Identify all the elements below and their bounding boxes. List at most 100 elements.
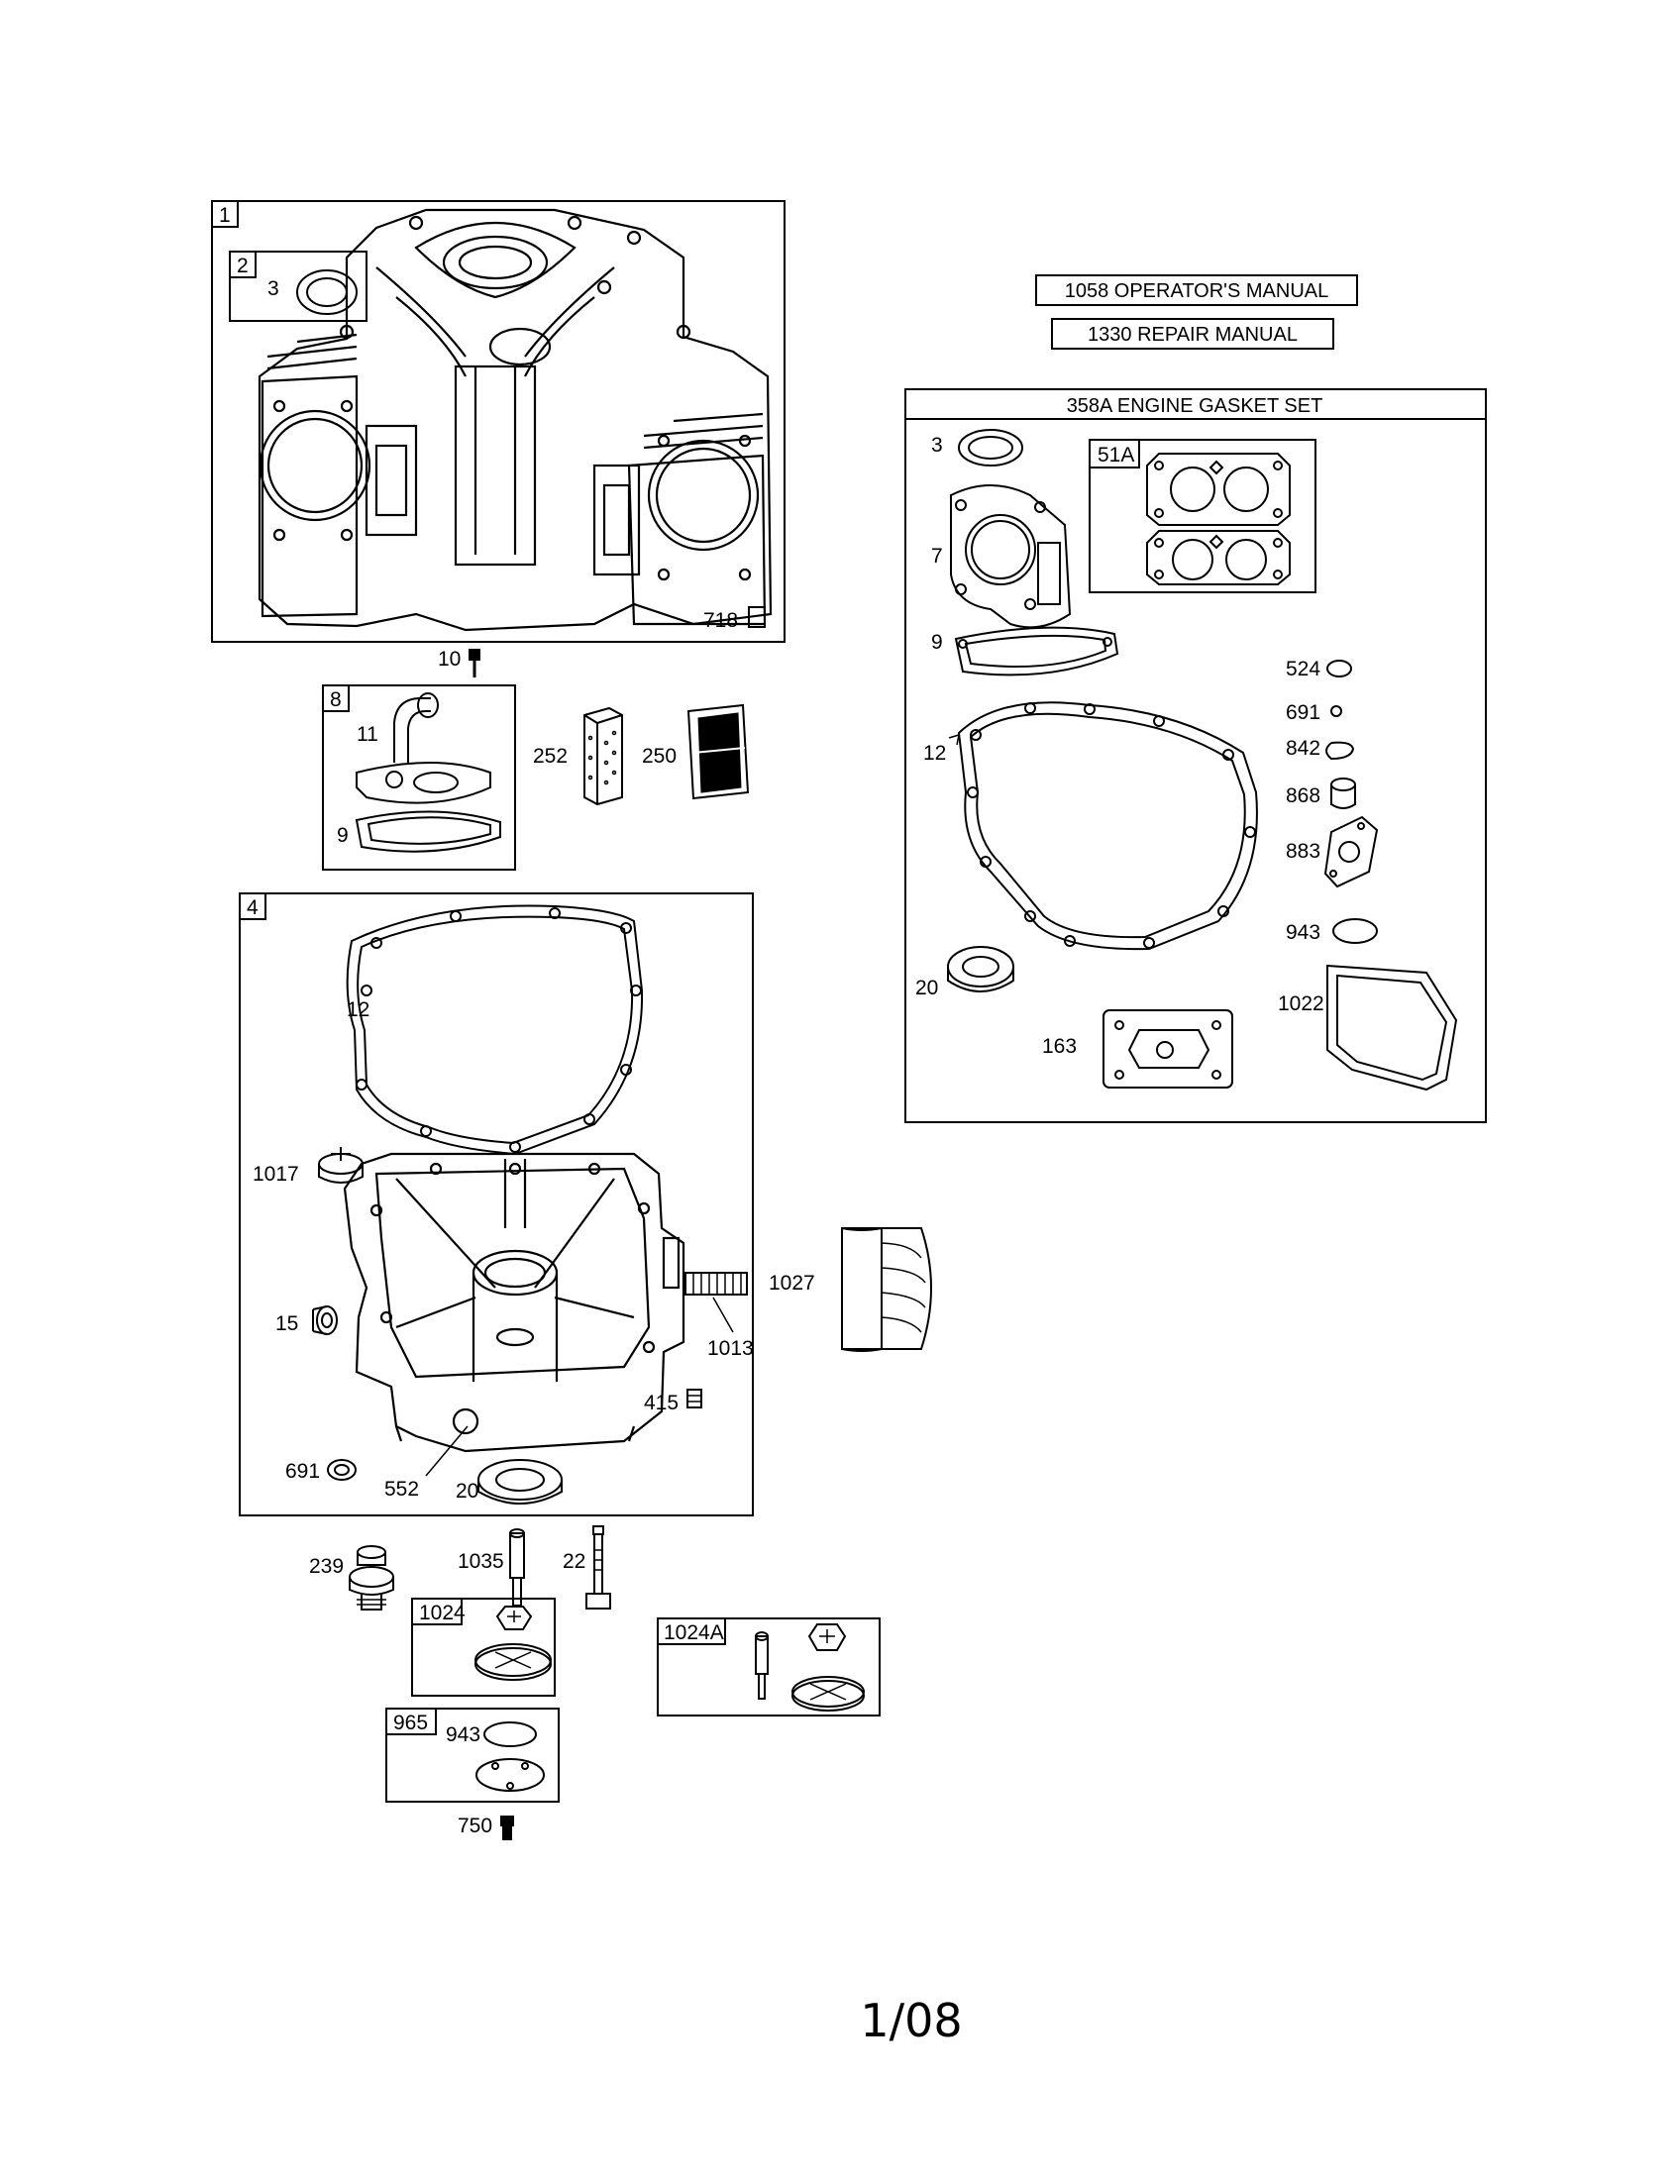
pump-shaft-kit-icon xyxy=(755,1631,769,1700)
sump-body-icon xyxy=(343,1152,685,1453)
label-11: 11 xyxy=(357,723,378,746)
bolt-icon xyxy=(469,649,480,677)
oil-pump-box: 1024 xyxy=(411,1598,556,1697)
small-o-ring-icon xyxy=(1330,705,1342,717)
label-12-sump: 12 xyxy=(347,998,369,1021)
label-250: 250 xyxy=(642,745,677,768)
repair-manual-label: 1330 REPAIR MANUAL xyxy=(1088,324,1298,346)
oil-seal-set-icon xyxy=(947,946,1014,992)
pump-shaft-icon xyxy=(509,1528,525,1607)
breather-tube-icon xyxy=(393,692,439,763)
operators-manual-box xyxy=(1035,274,1358,306)
label-691-sump: 691 xyxy=(285,1460,320,1483)
oil-filter-icon xyxy=(841,1226,932,1352)
breather-gasket-icon xyxy=(355,810,501,853)
oil-pump-box-tag: 1024 xyxy=(419,1602,466,1624)
valve-cover-gasket-icon xyxy=(1326,964,1458,1092)
crankcase-gasket-icon xyxy=(948,701,1258,951)
label-20-set: 20 xyxy=(915,977,938,999)
label-1013: 1013 xyxy=(707,1337,754,1360)
label-239: 239 xyxy=(309,1555,344,1578)
seal-ring-set-icon xyxy=(958,429,1023,467)
oil-filter-nipple-icon xyxy=(684,1272,748,1333)
label-1035: 1035 xyxy=(458,1550,504,1573)
screw-icon xyxy=(500,1816,514,1840)
label-842: 842 xyxy=(1286,737,1320,760)
label-1027: 1027 xyxy=(769,1272,815,1295)
breather-element-icon xyxy=(686,703,750,800)
pump-cover-box: 965 943 xyxy=(385,1708,560,1803)
breather-gasket-set-icon xyxy=(954,626,1119,676)
label-163: 163 xyxy=(1042,1035,1077,1058)
block-subbox-tag: 2 xyxy=(237,255,249,277)
dowel-pin-icon xyxy=(748,606,766,628)
oil-fill-cap-icon xyxy=(318,1147,364,1184)
label-1017: 1017 xyxy=(253,1163,299,1186)
pump-cover-icon xyxy=(475,1758,545,1792)
engine-block-icon xyxy=(258,208,773,632)
o-ring-set-icon xyxy=(1332,918,1378,944)
oil-seal-icon xyxy=(477,1459,563,1505)
label-252: 252 xyxy=(533,745,568,768)
engine-block-box: 1 2 3 xyxy=(211,200,786,643)
label-7: 7 xyxy=(931,545,943,568)
sump-box: 4 12 1017 xyxy=(239,892,754,1516)
label-1022: 1022 xyxy=(1278,992,1324,1015)
washer-icon xyxy=(1326,660,1352,677)
label-868: 868 xyxy=(1286,784,1320,807)
pump-rotor-icon xyxy=(474,1606,552,1681)
valve-seal-icon xyxy=(1330,778,1356,809)
breather-cover-icon xyxy=(356,762,491,804)
label-415: 415 xyxy=(644,1392,679,1414)
pump-o-ring-icon xyxy=(483,1721,537,1747)
seal-ring-icon xyxy=(296,269,358,315)
label-3-block: 3 xyxy=(267,277,279,300)
plug-icon xyxy=(312,1305,338,1335)
sump-box-tag: 4 xyxy=(247,896,259,919)
label-10: 10 xyxy=(438,648,461,671)
breather-box: 8 11 9 xyxy=(322,684,516,871)
oil-pump-kit-box-tag: 1024A xyxy=(664,1621,724,1644)
gasket-set-title: 358A ENGINE GASKET SET xyxy=(1067,395,1323,417)
label-943-set: 943 xyxy=(1286,921,1320,944)
intake-gasket-icon xyxy=(1102,1009,1233,1089)
breather-filter-icon xyxy=(583,706,623,806)
pump-cover-box-tag: 965 xyxy=(393,1712,428,1734)
label-943-pump: 943 xyxy=(446,1723,480,1746)
oil-pressure-switch-icon xyxy=(349,1545,394,1611)
head-gasket-icon xyxy=(950,484,1072,629)
label-15: 15 xyxy=(275,1312,298,1335)
sub-box-51A-tag: 51A xyxy=(1098,444,1134,467)
label-3-set: 3 xyxy=(931,434,943,457)
exhaust-gasket-icon xyxy=(1323,815,1379,888)
label-9-breather: 9 xyxy=(337,824,349,847)
label-9-set: 9 xyxy=(931,631,943,654)
label-883: 883 xyxy=(1286,840,1320,863)
operators-manual-label: 1058 OPERATOR'S MANUAL xyxy=(1065,280,1329,302)
repair-manual-box xyxy=(1051,318,1334,350)
label-718: 718 xyxy=(703,609,738,632)
engine-gasket-set-box: 358A ENGINE GASKET SET 3 51A 7 xyxy=(904,388,1487,1123)
block-box-tag: 1 xyxy=(219,204,231,227)
leader-line xyxy=(425,1425,469,1477)
sump-gasket-icon xyxy=(346,904,644,1156)
oil-pump-kit-box: 1024A xyxy=(657,1617,881,1716)
label-524: 524 xyxy=(1286,658,1320,680)
retainer-ring-icon xyxy=(1325,741,1355,761)
long-bolt-icon xyxy=(585,1525,611,1610)
label-691-set: 691 xyxy=(1286,701,1320,724)
page-number: 1/08 xyxy=(860,1994,962,2047)
pump-rotor-kit-icon xyxy=(791,1623,865,1712)
pipe-plug-icon xyxy=(686,1389,702,1408)
label-20-sump: 20 xyxy=(456,1480,478,1503)
cylinder-head-gasket-pair-icon xyxy=(1146,453,1291,585)
label-750: 750 xyxy=(458,1815,492,1837)
label-22: 22 xyxy=(563,1550,585,1573)
manuals-section: 1058 OPERATOR'S MANUAL 1330 REPAIR MANUA… xyxy=(1035,274,1358,350)
label-12-set: 12 xyxy=(923,742,946,765)
label-552: 552 xyxy=(384,1478,419,1501)
o-ring-icon xyxy=(327,1459,357,1481)
breather-box-tag: 8 xyxy=(330,688,342,711)
